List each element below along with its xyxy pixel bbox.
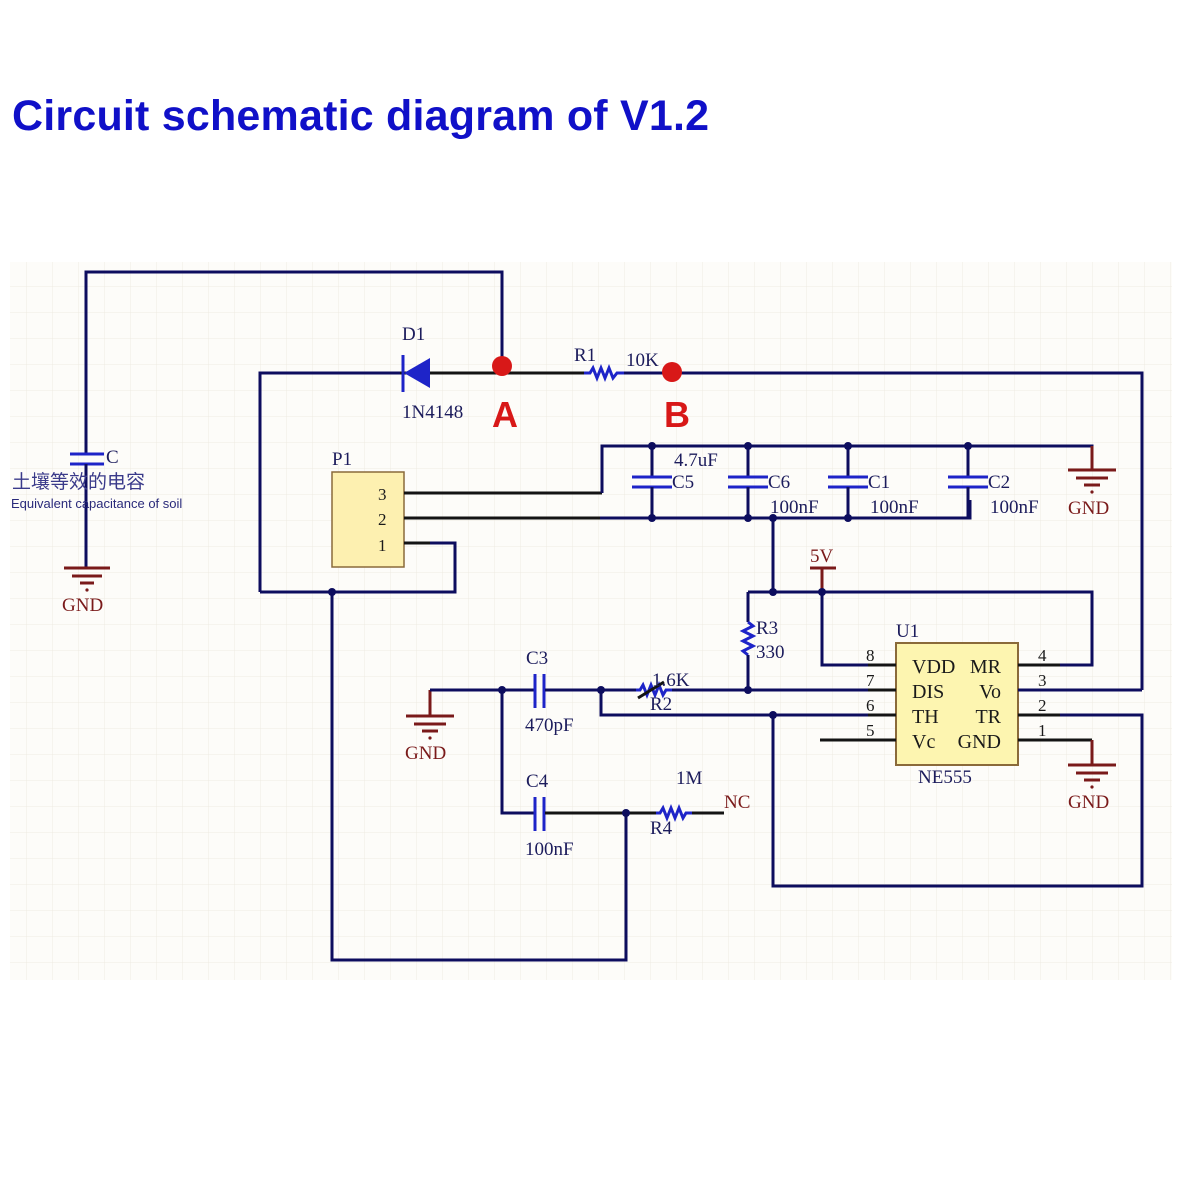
- ic-pin-name: VDD: [912, 656, 955, 678]
- ic-pin-number: 4: [1038, 646, 1047, 665]
- test-point-a: [492, 356, 512, 376]
- ic-pin-name: TH: [912, 706, 939, 728]
- capacitor-c4: C4 100nF: [525, 771, 574, 860]
- r1-value: 10K: [626, 350, 659, 371]
- capacitor-bank: C54.7uF C6 100nF C1 100nF C2 100nF: [632, 442, 1039, 522]
- connector-p1: P1 3 2 1: [331, 449, 405, 568]
- capacitor-c2: C2 100nF: [948, 442, 1039, 518]
- ic-designator: U1: [896, 621, 919, 642]
- ground-symbol-left-mid: GND: [405, 690, 454, 764]
- capacitor-designator: C6: [768, 472, 790, 493]
- ic-pin-name: MR: [970, 656, 1002, 678]
- capacitor-c3: C3 470pF: [525, 648, 574, 736]
- connector-pin-1: 1: [378, 536, 387, 555]
- power-label: 5V: [810, 546, 834, 567]
- r3-value: 330: [756, 642, 785, 663]
- connector-designator: P1: [332, 449, 352, 470]
- ic-pin-number: 1: [1038, 721, 1047, 740]
- r1-designator: R1: [574, 345, 596, 366]
- r2-designator: R2: [650, 694, 672, 715]
- ic-pin-number: 2: [1038, 696, 1047, 715]
- capacitor-designator: C2: [988, 472, 1010, 493]
- resistor-r3: R3 330: [739, 592, 785, 690]
- grid: [10, 262, 1172, 980]
- ic-pin-name: TR: [975, 706, 1001, 728]
- capacitor-designator: C1: [868, 472, 890, 493]
- soil-cap-designator: C: [106, 447, 119, 468]
- ic-pin-name: DIS: [912, 681, 944, 703]
- ic-pin-number: 7: [866, 671, 875, 690]
- r4-nc-label: NC: [724, 792, 750, 813]
- r2-value: 1.6K: [652, 670, 690, 691]
- c4-value: 100nF: [525, 839, 574, 860]
- soil-cap-label-en: Equivalent capacitance of soil: [11, 496, 182, 511]
- c4-designator: C4: [526, 771, 549, 792]
- soil-cap-label-cn: 土壤等效的电容: [12, 471, 145, 493]
- connector-pin-2: 2: [378, 510, 387, 529]
- r4-designator: R4: [650, 818, 673, 839]
- capacitor-c6: C6 100nF: [728, 442, 819, 522]
- diode-designator: D1: [402, 324, 425, 345]
- ic-pin-number: 8: [866, 646, 875, 665]
- capacitor-designator: C5: [672, 472, 694, 493]
- ic-pin-number: 6: [866, 696, 875, 715]
- ground-label-ic: GND: [1068, 792, 1109, 813]
- ic-pin-name: Vo: [979, 681, 1001, 703]
- ground-symbol-soil: GND: [62, 566, 110, 616]
- ground-symbol-top-right: GND: [1068, 446, 1116, 519]
- capacitor-value: 100nF: [870, 497, 919, 518]
- page-title: Circuit schematic diagram of V1.2: [12, 92, 710, 140]
- test-point-a-label: A: [492, 394, 518, 435]
- diode-d1: D1 1N4148: [400, 324, 463, 423]
- capacitor-c1: C1 100nF: [828, 442, 919, 522]
- resistor-r1: R1 10K: [574, 345, 659, 383]
- capacitor-c5: C54.7uF: [632, 442, 718, 522]
- test-point-b: [662, 362, 682, 382]
- ic-part: NE555: [918, 767, 972, 788]
- resistor-r4: 1M R4 NC: [650, 768, 750, 839]
- ground-label-soil: GND: [62, 595, 103, 616]
- r4-value: 1M: [676, 768, 703, 789]
- soil-capacitor: C 土壤等效的电容 Equivalent capacitance of soil: [11, 270, 504, 568]
- capacitor-value: 100nF: [770, 497, 819, 518]
- diode-part: 1N4148: [402, 402, 463, 423]
- capacitor-value: 100nF: [990, 497, 1039, 518]
- c3-designator: C3: [526, 648, 548, 669]
- ic-pin-name: Vc: [912, 731, 935, 753]
- ic-pin-number: 3: [1038, 671, 1047, 690]
- ground-label-left-mid: GND: [405, 743, 446, 764]
- c3-value: 470pF: [525, 715, 574, 736]
- resistor-r2: 1.6K R2: [636, 670, 690, 715]
- ground-label-top-right: GND: [1068, 498, 1109, 519]
- connector-pin-3: 3: [378, 485, 387, 504]
- test-point-b-label: B: [664, 394, 690, 435]
- ic-pin-number: 5: [866, 721, 875, 740]
- r3-designator: R3: [756, 618, 778, 639]
- capacitor-value: 4.7uF: [674, 450, 718, 471]
- ground-symbol-ic: GND: [1018, 738, 1116, 813]
- ic-pin-name: GND: [958, 731, 1001, 753]
